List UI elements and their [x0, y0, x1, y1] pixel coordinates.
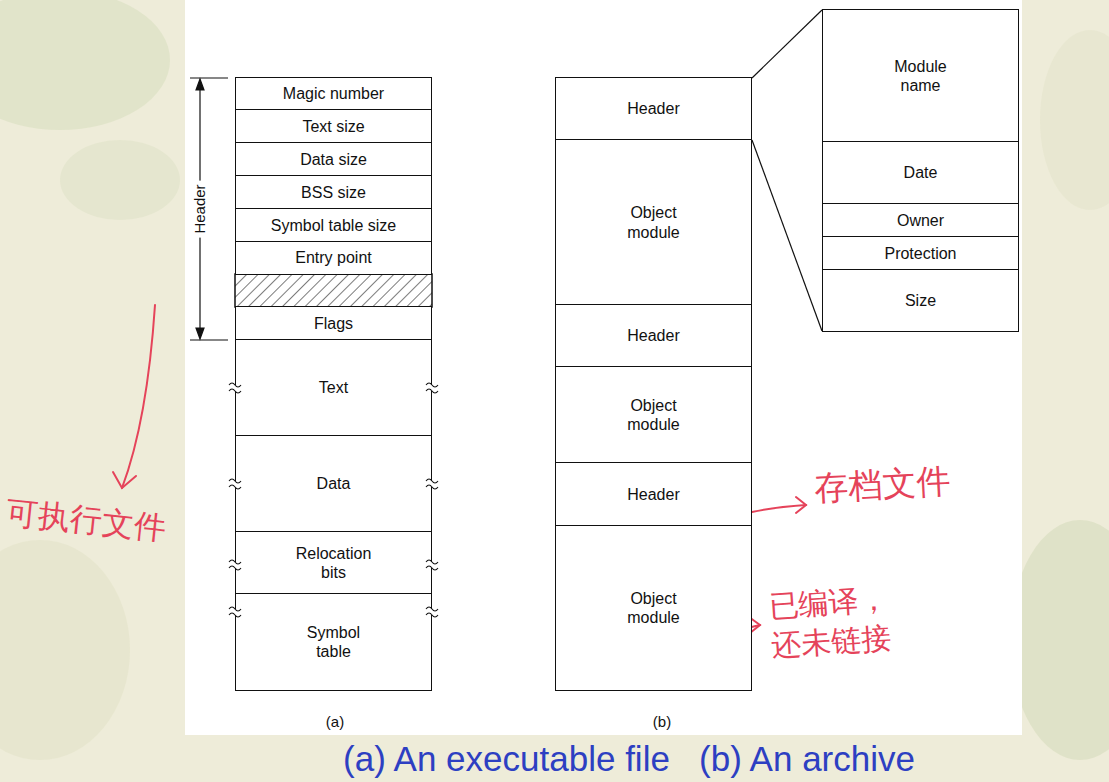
field-label: Protection	[884, 244, 956, 263]
zoom-line	[752, 140, 822, 331]
size-field: Symbol table size	[235, 208, 432, 243]
field-label: Header	[627, 485, 679, 504]
field-label: Entry point	[295, 248, 371, 267]
size-field: Text size	[235, 109, 432, 144]
field-label: Date	[904, 163, 938, 182]
part-label: (b)	[653, 712, 671, 732]
size-field: BSS size	[235, 175, 432, 210]
relocation-segment: Relocation bits	[235, 531, 432, 595]
zoom-lines	[752, 10, 822, 331]
field-label: Flags	[314, 314, 353, 333]
archive-header: Header	[555, 77, 752, 141]
field-label: Symbol table size	[271, 216, 396, 235]
white-panel	[185, 0, 1022, 735]
entry-field: Entry point	[235, 241, 432, 275]
header-field: Protection	[822, 236, 1019, 271]
header-field: Date	[822, 141, 1019, 205]
field-label: Header	[627, 99, 679, 118]
field-label: Module name	[879, 57, 963, 95]
header-bracket	[190, 78, 228, 340]
field-label: Symbol table	[292, 623, 376, 661]
handwritten-note: 可执行文件	[4, 492, 167, 550]
field-label: Data size	[300, 150, 367, 169]
field-label: Object module	[612, 589, 696, 627]
figure-caption: (a) An executable file (b) An archive	[343, 739, 915, 779]
text-segment: Text	[235, 339, 432, 437]
field-label: Header	[627, 326, 679, 345]
handwritten-note: 已编译， 还未链接	[767, 577, 922, 665]
field-label: Text	[319, 378, 348, 397]
archive-header: Header	[555, 462, 752, 527]
field-label: Size	[905, 291, 936, 310]
field-label: BSS size	[301, 183, 366, 202]
field-label: Relocation bits	[292, 544, 376, 582]
archive-header: Header	[555, 304, 752, 368]
bracket-label: Header	[189, 180, 211, 237]
field-label: Owner	[897, 211, 944, 230]
slide-decoration	[0, 0, 1109, 760]
flags-field: Flags	[235, 306, 432, 341]
data-segment: Data	[235, 435, 432, 533]
magic-field: Magic number	[235, 77, 432, 111]
header-field: Owner	[822, 203, 1019, 238]
part-label: (a)	[326, 712, 344, 732]
size-field: Data size	[235, 142, 432, 177]
field-label: Text size	[302, 117, 364, 136]
field-label: Object module	[612, 203, 696, 241]
header-field: Size	[822, 269, 1019, 332]
field-label: Magic number	[283, 84, 384, 103]
header-field: Module name	[822, 9, 1019, 143]
object-module: Object module	[555, 139, 752, 306]
hatched-field	[235, 274, 432, 307]
zoom-line	[752, 10, 822, 78]
object-module: Object module	[555, 525, 752, 691]
object-module: Object module	[555, 366, 752, 464]
field-label: Data	[317, 474, 351, 493]
field-label: Object module	[612, 396, 696, 434]
handwritten-note: 存档文件	[813, 458, 951, 509]
symbol-segment: Symbol table	[235, 593, 432, 691]
